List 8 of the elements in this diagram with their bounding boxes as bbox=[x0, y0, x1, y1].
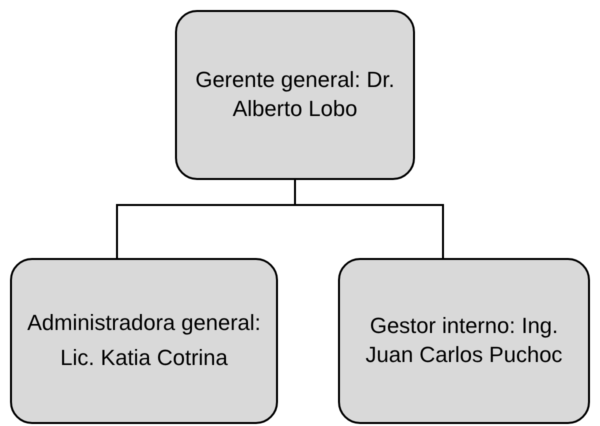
role-name: Lic. Katia Cotrina bbox=[60, 344, 228, 372]
role-name: Gerente general: Dr. Alberto Lobo bbox=[194, 66, 396, 123]
role-name: Gestor interno: Ing. Juan Carlos Puchoc bbox=[364, 312, 564, 369]
org-chart-box bbox=[338, 258, 590, 424]
connector-line bbox=[294, 180, 444, 258]
role-name: Administradora general: bbox=[27, 309, 261, 338]
org-chart-box bbox=[175, 10, 415, 180]
org-chart-box bbox=[10, 258, 278, 424]
